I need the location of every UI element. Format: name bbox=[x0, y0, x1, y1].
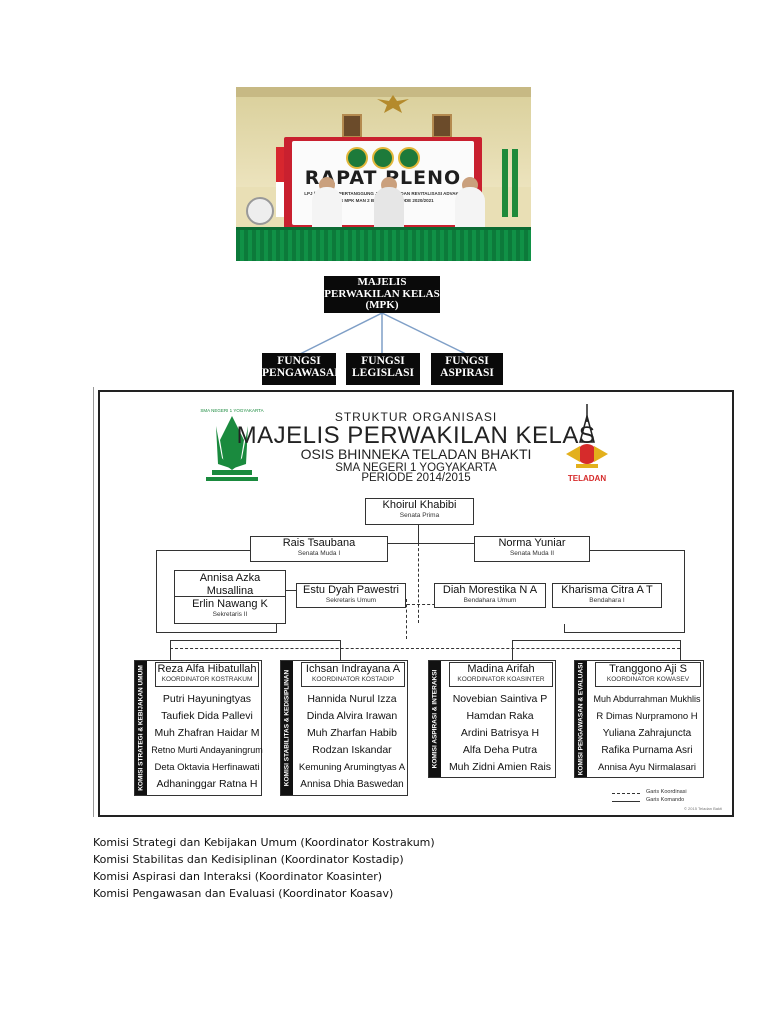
vice-1-role: Senata Muda I bbox=[251, 550, 387, 558]
paragraph-line-4: Komisi Pengawasan dan Evaluasi (Koordina… bbox=[93, 885, 393, 902]
member: Yuliana Zahrajuncta bbox=[589, 725, 705, 742]
member: Taufiek Dida Pallevi bbox=[151, 708, 263, 725]
coordinator-name: Reza Alfa Hibatullah bbox=[156, 663, 258, 676]
bend-umum-name: Diah Morestika N A bbox=[435, 584, 545, 597]
committee-koasinter-label: KOMISI ASPIRASI & INTERAKSI bbox=[429, 661, 441, 777]
member: Adhaninggar Ratna H bbox=[151, 776, 263, 793]
committee-kostadip-label: KOMISI STABILITAS & KEDISIPLINAN bbox=[281, 661, 293, 795]
org-header-5: PERIODE 2014/2015 bbox=[100, 472, 732, 484]
member: Hannida Nurul Izza bbox=[295, 691, 409, 708]
member: Rafika Purnama Asri bbox=[589, 742, 705, 759]
vice-1-name: Rais Tsaubana bbox=[251, 537, 387, 550]
legend-koordinasi: Garis Koordinasi bbox=[646, 789, 687, 795]
coordinator-role: KOORDINATOR KOASINTER bbox=[450, 676, 552, 684]
coordinator-name: Ichsan Indrayana A bbox=[302, 663, 404, 676]
legend-komando: Garis Komando bbox=[646, 797, 684, 803]
member: Deta Oktavia Herfinawati bbox=[151, 759, 263, 776]
coordinator-kostadip-box: Ichsan Indrayana A KOORDINATOR KOSTADIP bbox=[301, 662, 405, 687]
paragraph-line-2: Komisi Stabilitas dan Kedisiplinan (Koor… bbox=[93, 851, 404, 868]
coordinator-name: Madina Arifah bbox=[450, 663, 552, 676]
member: Muh Zidni Amien Rais bbox=[443, 759, 557, 776]
chair-box: Khoirul Khabibi Senata Prima bbox=[365, 498, 474, 525]
bend-1-box: Kharisma Citra A T Bendahara I bbox=[552, 583, 662, 608]
org-footer: © 2015 Teladan Bakti bbox=[684, 806, 722, 811]
school-logo-icon bbox=[346, 147, 368, 169]
sek-2-role: Sekretaris II bbox=[176, 611, 284, 619]
member: R Dimas Nurpramono H bbox=[589, 708, 705, 725]
bend-1-role: Bendahara I bbox=[553, 597, 661, 605]
committee-koasinter: KOMISI ASPIRASI & INTERAKSI Madina Arifa… bbox=[428, 660, 556, 778]
coordinator-role: KOORDINATOR KOSTRAKUM bbox=[156, 676, 258, 684]
portrait-frame-left bbox=[342, 114, 362, 138]
vice-2-box: Norma Yuniar Senata Muda II bbox=[474, 536, 590, 562]
org-chart: SMA NEGERI 1 YOGYAKARTA TELADAN STRUKTUR… bbox=[98, 390, 734, 817]
member: Dinda Alvira Irawan bbox=[295, 708, 409, 725]
member: Muh Zharfan Habib bbox=[295, 725, 409, 742]
sek-umum-role: Sekretaris Umum bbox=[297, 597, 405, 605]
garuda-emblem-icon bbox=[376, 93, 410, 115]
member: Hamdan Raka bbox=[443, 708, 557, 725]
sek-2-box: Erlin Nawang K Sekretaris II bbox=[176, 598, 284, 622]
portrait-frame-right bbox=[432, 114, 452, 138]
members-kowasev: Muh Abdurrahman Mukhlis R Dimas Nurpramo… bbox=[589, 691, 705, 776]
member: Ardini Batrisya H bbox=[443, 725, 557, 742]
mpk-logo-icon bbox=[398, 147, 420, 169]
committee-kostrakum-label: KOMISI STRATEGI & KEBIJAKAN UMUM bbox=[135, 661, 147, 795]
member: Annisa Ayu Nirmalasari bbox=[589, 759, 705, 776]
sek-1-name: Annisa Azka Musallina bbox=[176, 572, 284, 598]
paragraph-line-1: Komisi Strategi dan Kebijakan Umum (Koor… bbox=[93, 834, 435, 851]
coordinator-kostrakum-box: Reza Alfa Hibatullah KOORDINATOR KOSTRAK… bbox=[155, 662, 259, 687]
paragraph-line-3: Komisi Aspirasi dan Interaksi (Koordinat… bbox=[93, 868, 382, 885]
members-koasinter: Novebian Saintiva P Hamdan Raka Ardini B… bbox=[443, 691, 557, 776]
sek-1-box: Annisa Azka Musallina Sekretaris I bbox=[176, 572, 284, 596]
fan-icon bbox=[246, 197, 274, 225]
osis-logo-icon bbox=[372, 147, 394, 169]
coordinator-name: Tranggono Aji S bbox=[596, 663, 700, 676]
vice-1-box: Rais Tsaubana Senata Muda I bbox=[250, 536, 388, 562]
sek-umum-name: Estu Dyah Pawestri bbox=[297, 584, 405, 597]
vice-2-role: Senata Muda II bbox=[475, 550, 589, 558]
chair-role: Senata Prima bbox=[366, 512, 473, 520]
coordinator-kowasev-box: Tranggono Aji S KOORDINATOR KOWASEV bbox=[595, 662, 701, 687]
member: Retno Murti Andayaningrum bbox=[151, 742, 263, 759]
member: Alfa Deha Putra bbox=[443, 742, 557, 759]
member: Rodzan Iskandar bbox=[295, 742, 409, 759]
bend-umum-box: Diah Morestika N A Bendahara Umum bbox=[434, 583, 546, 608]
member: Novebian Saintiva P bbox=[443, 691, 557, 708]
fungsi-pengawasan-box: FUNGSI PENGAWASAN bbox=[262, 353, 336, 385]
mpk-box: MAJELIS PERWAKILAN KELAS (MPK) bbox=[324, 276, 440, 313]
member: Putri Hayuningtyas bbox=[151, 691, 263, 708]
member: Kemuning Arumingtyas A bbox=[295, 759, 409, 776]
members-kostrakum: Putri Hayuningtyas Taufiek Dida Pallevi … bbox=[151, 691, 263, 793]
committee-kowasev-label: KOMISI PENGAWASAN & EVALUASI bbox=[575, 661, 587, 777]
bend-umum-role: Bendahara Umum bbox=[435, 597, 545, 605]
member: Annisa Dhia Baswedan bbox=[295, 776, 409, 793]
committee-kostadip: KOMISI STABILITAS & KEDISIPLINAN Ichsan … bbox=[280, 660, 408, 796]
members-kostadip: Hannida Nurul Izza Dinda Alvira Irawan M… bbox=[295, 691, 409, 793]
committee-kowasev: KOMISI PENGAWASAN & EVALUASI Tranggono A… bbox=[574, 660, 704, 778]
fungsi-aspirasi-box: FUNGSI ASPIRASI bbox=[431, 353, 503, 385]
coordinator-role: KOORDINATOR KOWASEV bbox=[596, 676, 700, 684]
mpk-connector-lines bbox=[290, 310, 490, 356]
sek-umum-box: Estu Dyah Pawestri Sekretaris Umum bbox=[296, 583, 406, 608]
committee-kostrakum: KOMISI STRATEGI & KEBIJAKAN UMUM Reza Al… bbox=[134, 660, 262, 796]
fungsi-legislasi-box: FUNGSI LEGISLASI bbox=[346, 353, 420, 385]
member: Muh Zhafran Haidar M bbox=[151, 725, 263, 742]
coordinator-koasinter-box: Madina Arifah KOORDINATOR KOASINTER bbox=[449, 662, 553, 687]
org-header-3: OSIS BHINNEKA TELADAN BHAKTI bbox=[100, 446, 732, 462]
chair-name: Khoirul Khabibi bbox=[366, 499, 473, 512]
sek-2-name: Erlin Nawang K bbox=[176, 598, 284, 611]
vice-2-name: Norma Yuniar bbox=[475, 537, 589, 550]
meeting-photo: RAPAT PLENO LPJ (LAPORAN PERTANGGUNG JAW… bbox=[236, 87, 531, 261]
coordinator-role: KOORDINATOR KOSTADIP bbox=[302, 676, 404, 684]
bend-1-name: Kharisma Citra A T bbox=[553, 584, 661, 597]
member: Muh Abdurrahman Mukhlis bbox=[589, 691, 705, 708]
